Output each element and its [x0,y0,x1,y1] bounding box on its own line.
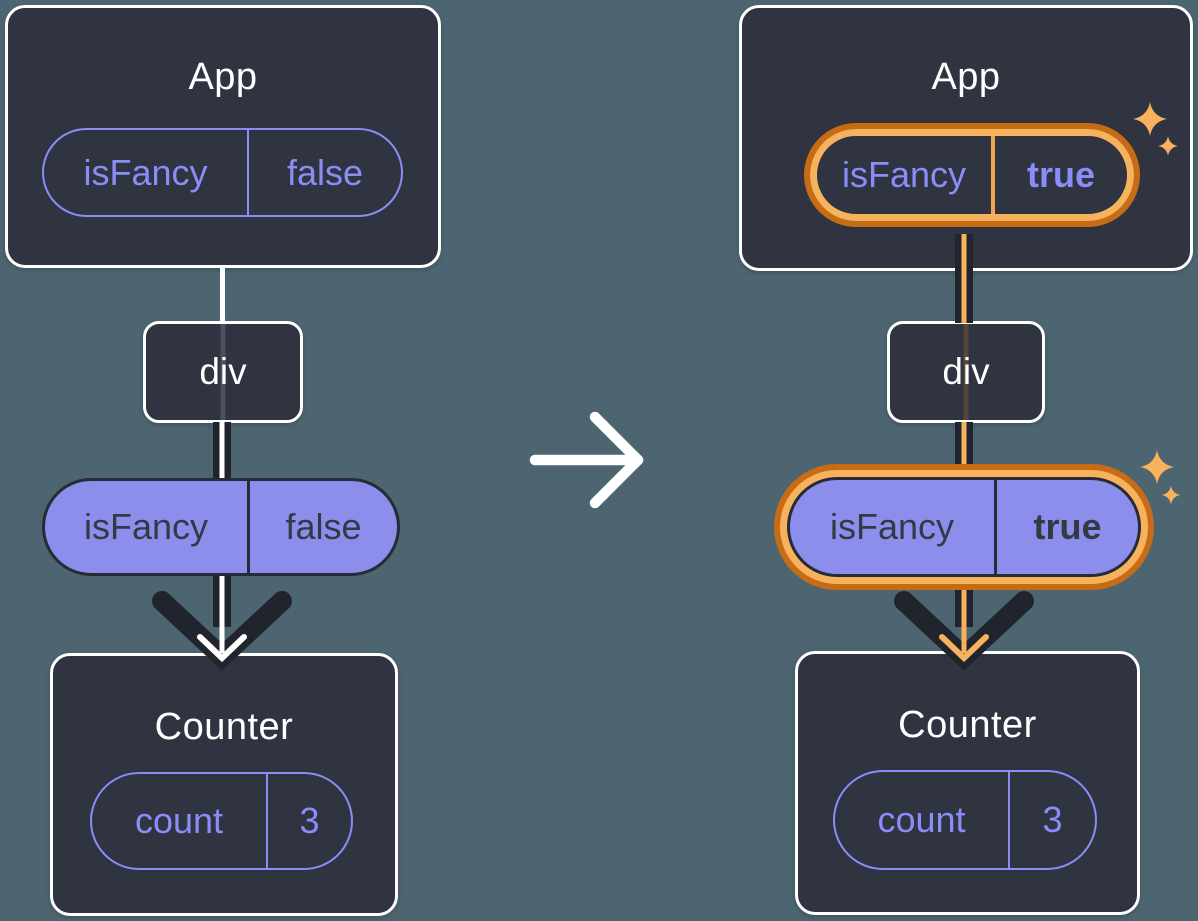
connector-core [961,234,967,323]
app-state-pill-left: isFancy false [42,128,403,217]
app-to-div-connector-right [955,234,973,323]
pill-value: false [285,506,362,547]
pill-value: 3 [1042,799,1063,840]
pill-value: false [286,151,364,193]
counter-title: Counter [154,706,294,748]
count-pill-right: count 3 [833,770,1097,870]
ghost-flow-line [963,324,969,420]
pill-key: count [92,774,268,868]
flow-arrow-left [152,575,292,671]
pill-key: count [835,772,1010,868]
prop-pill-left: isFancy false [42,478,400,576]
sparkle-icon [1133,102,1178,156]
div-node-right: div [887,321,1045,423]
div-to-pill-connector-right [955,422,973,480]
pill-key: isFancy [817,136,995,214]
pill-key: isFancy [45,481,250,573]
connector-core [961,422,967,480]
pill-key: isFancy [790,480,997,574]
ghost-flow-line [220,324,226,420]
pill-value: true [1026,154,1095,195]
div-to-pill-connector-left [213,422,231,480]
count-pill-left: count 3 [90,772,353,870]
pill-value: 3 [299,800,320,841]
transition-arrow-icon [529,411,644,509]
sparkle-icon [1140,450,1181,505]
pill-key: isFancy [44,130,249,215]
div-label: div [199,351,247,392]
app-title: App [931,56,1001,98]
app-title: App [188,56,258,98]
pill-value: true [1033,506,1102,547]
div-node-left: div [143,321,303,423]
counter-title: Counter [898,704,1037,746]
connector-core [219,422,225,480]
app-state-pill-right: isFancy true [810,129,1134,221]
div-label: div [942,351,990,392]
prop-pill-right: isFancy true [787,477,1141,577]
app-to-div-connector-left [220,266,225,323]
flow-arrow-right [894,575,1034,671]
